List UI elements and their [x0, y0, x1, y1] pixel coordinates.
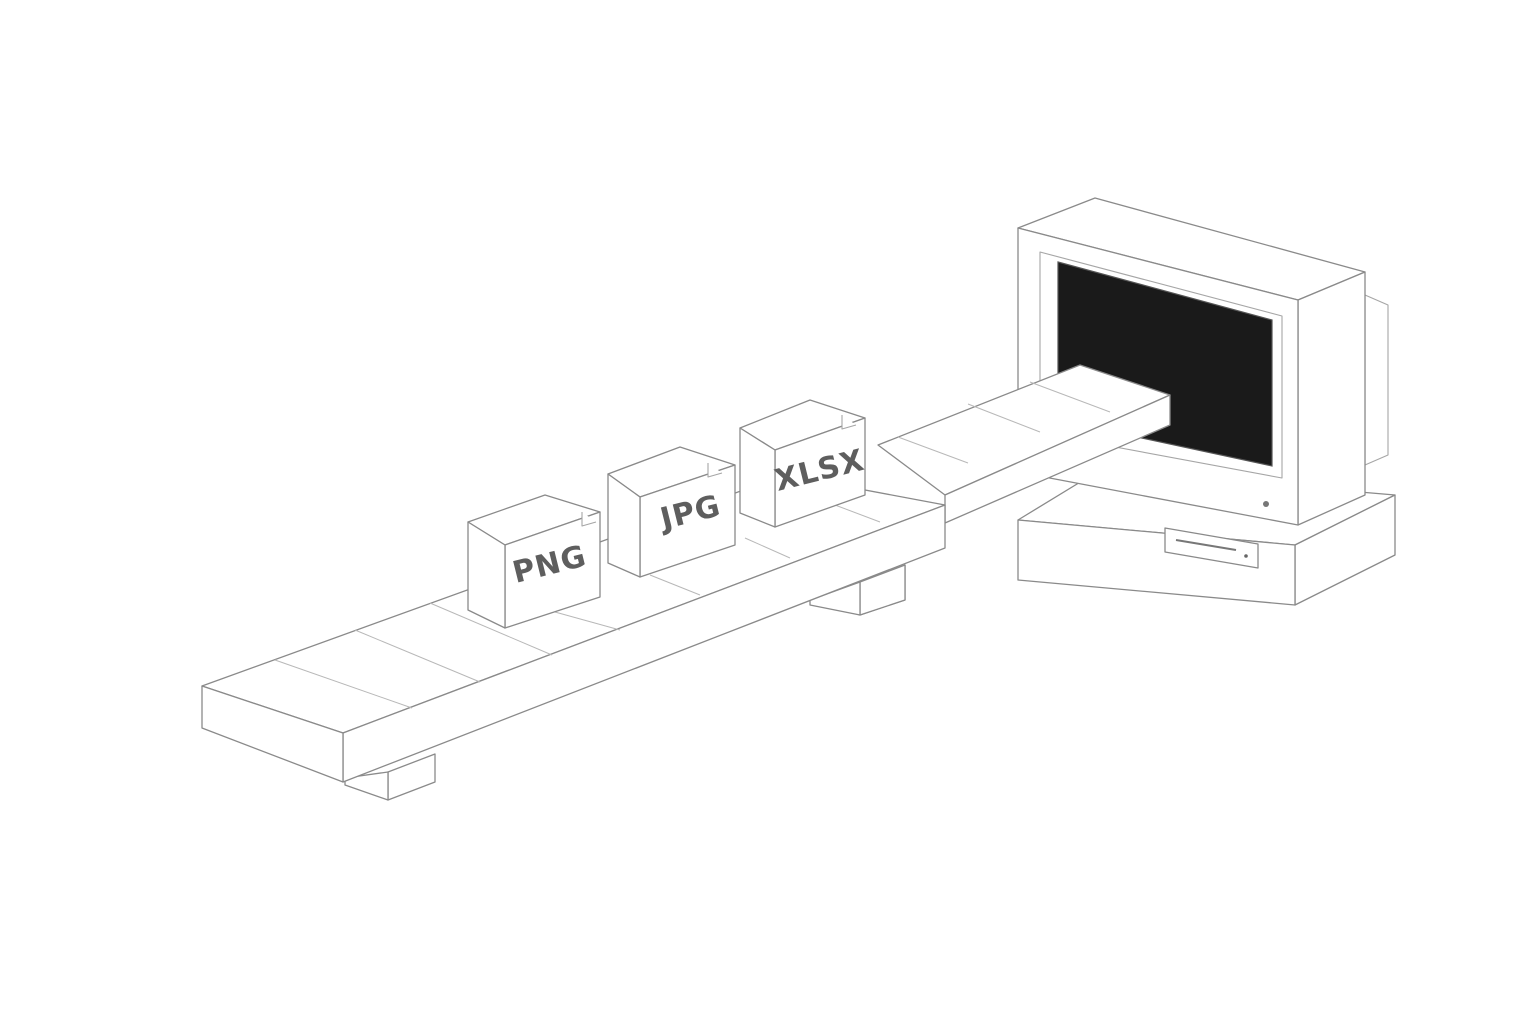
conveyor-back-leg [809, 564, 906, 616]
conveyor-upper-arm [877, 364, 1171, 524]
monitor [1017, 197, 1389, 526]
file-box-jpg: JPG [607, 446, 736, 578]
file-box-png: PNG [467, 494, 601, 629]
conveyor-front-leg [344, 753, 436, 801]
power-led [1263, 501, 1269, 507]
disk-drive-slot [1164, 527, 1259, 569]
file-box-xlsx: XLSX [739, 399, 868, 528]
